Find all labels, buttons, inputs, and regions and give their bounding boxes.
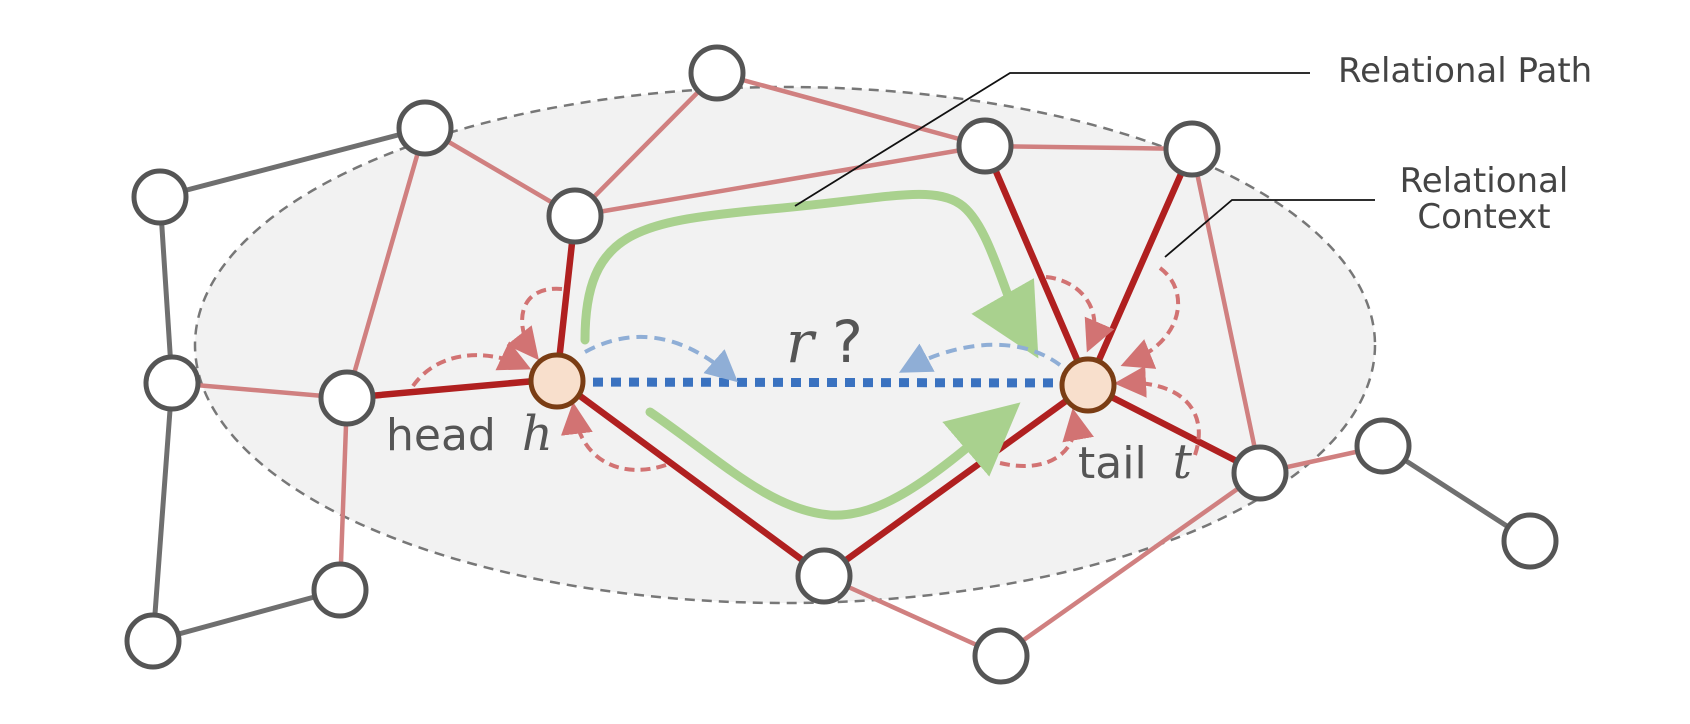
edge [820,381,1092,580]
node [311,561,369,619]
node [131,168,189,226]
edge [1189,146,1263,476]
tail-label: tail t [1078,434,1193,490]
node [972,627,1030,685]
message-arrow [1114,365,1201,456]
query-arrow-from-head [584,334,739,383]
node [396,99,454,157]
relational-path-callout: Relational Path [1338,51,1592,91]
edge [572,70,720,219]
node [1163,120,1221,178]
edge [150,587,343,644]
message-arrow [1045,275,1115,353]
relational-path-arrow-lower [645,402,1021,520]
edge [343,375,561,402]
node [143,354,201,412]
edge [169,380,350,401]
node [546,187,604,245]
node [124,612,182,670]
node [956,117,1014,175]
node [1231,444,1289,502]
relational-path-leader-line [794,72,1310,207]
message-arrow [1120,266,1181,369]
edge [821,573,1004,659]
relational-context-callout-line2: Context [1417,197,1550,237]
graph-nodes [124,44,1559,685]
edge [572,143,988,219]
query-variable: r [786,308,817,376]
tail-word: tail [1078,438,1147,489]
edge [982,143,1195,152]
node [795,547,853,605]
tail-variable: t [1173,434,1193,490]
head-label: head h [386,406,553,462]
node [1501,512,1559,570]
relational-context-region [193,85,1377,605]
edge [422,125,578,219]
edge [553,375,828,580]
edge [157,125,428,200]
edge [998,470,1263,659]
relational-context-callout-line1: Relational [1400,161,1569,201]
node [688,44,746,102]
edge [1084,381,1264,477]
head-word: head [386,410,496,461]
edge [1380,443,1533,544]
edge [714,70,988,149]
query-mark: ? [832,308,863,376]
query-arrow-from-tail [898,342,1062,373]
edge [150,380,175,644]
edge [981,142,1092,389]
head-variable: h [522,406,553,462]
node [1354,417,1412,475]
tail-node [1059,356,1117,414]
relational-context-leader-line [1164,199,1375,258]
edge [337,395,350,593]
edge [344,125,428,401]
head-node [528,352,586,410]
edge [157,194,175,386]
message-arrows [411,266,1201,472]
query-label: r ? [786,308,863,376]
outer-edges [150,125,1533,644]
node [318,369,376,427]
relational-path-arrow-upper [580,189,1039,359]
message-arrow [506,286,563,361]
